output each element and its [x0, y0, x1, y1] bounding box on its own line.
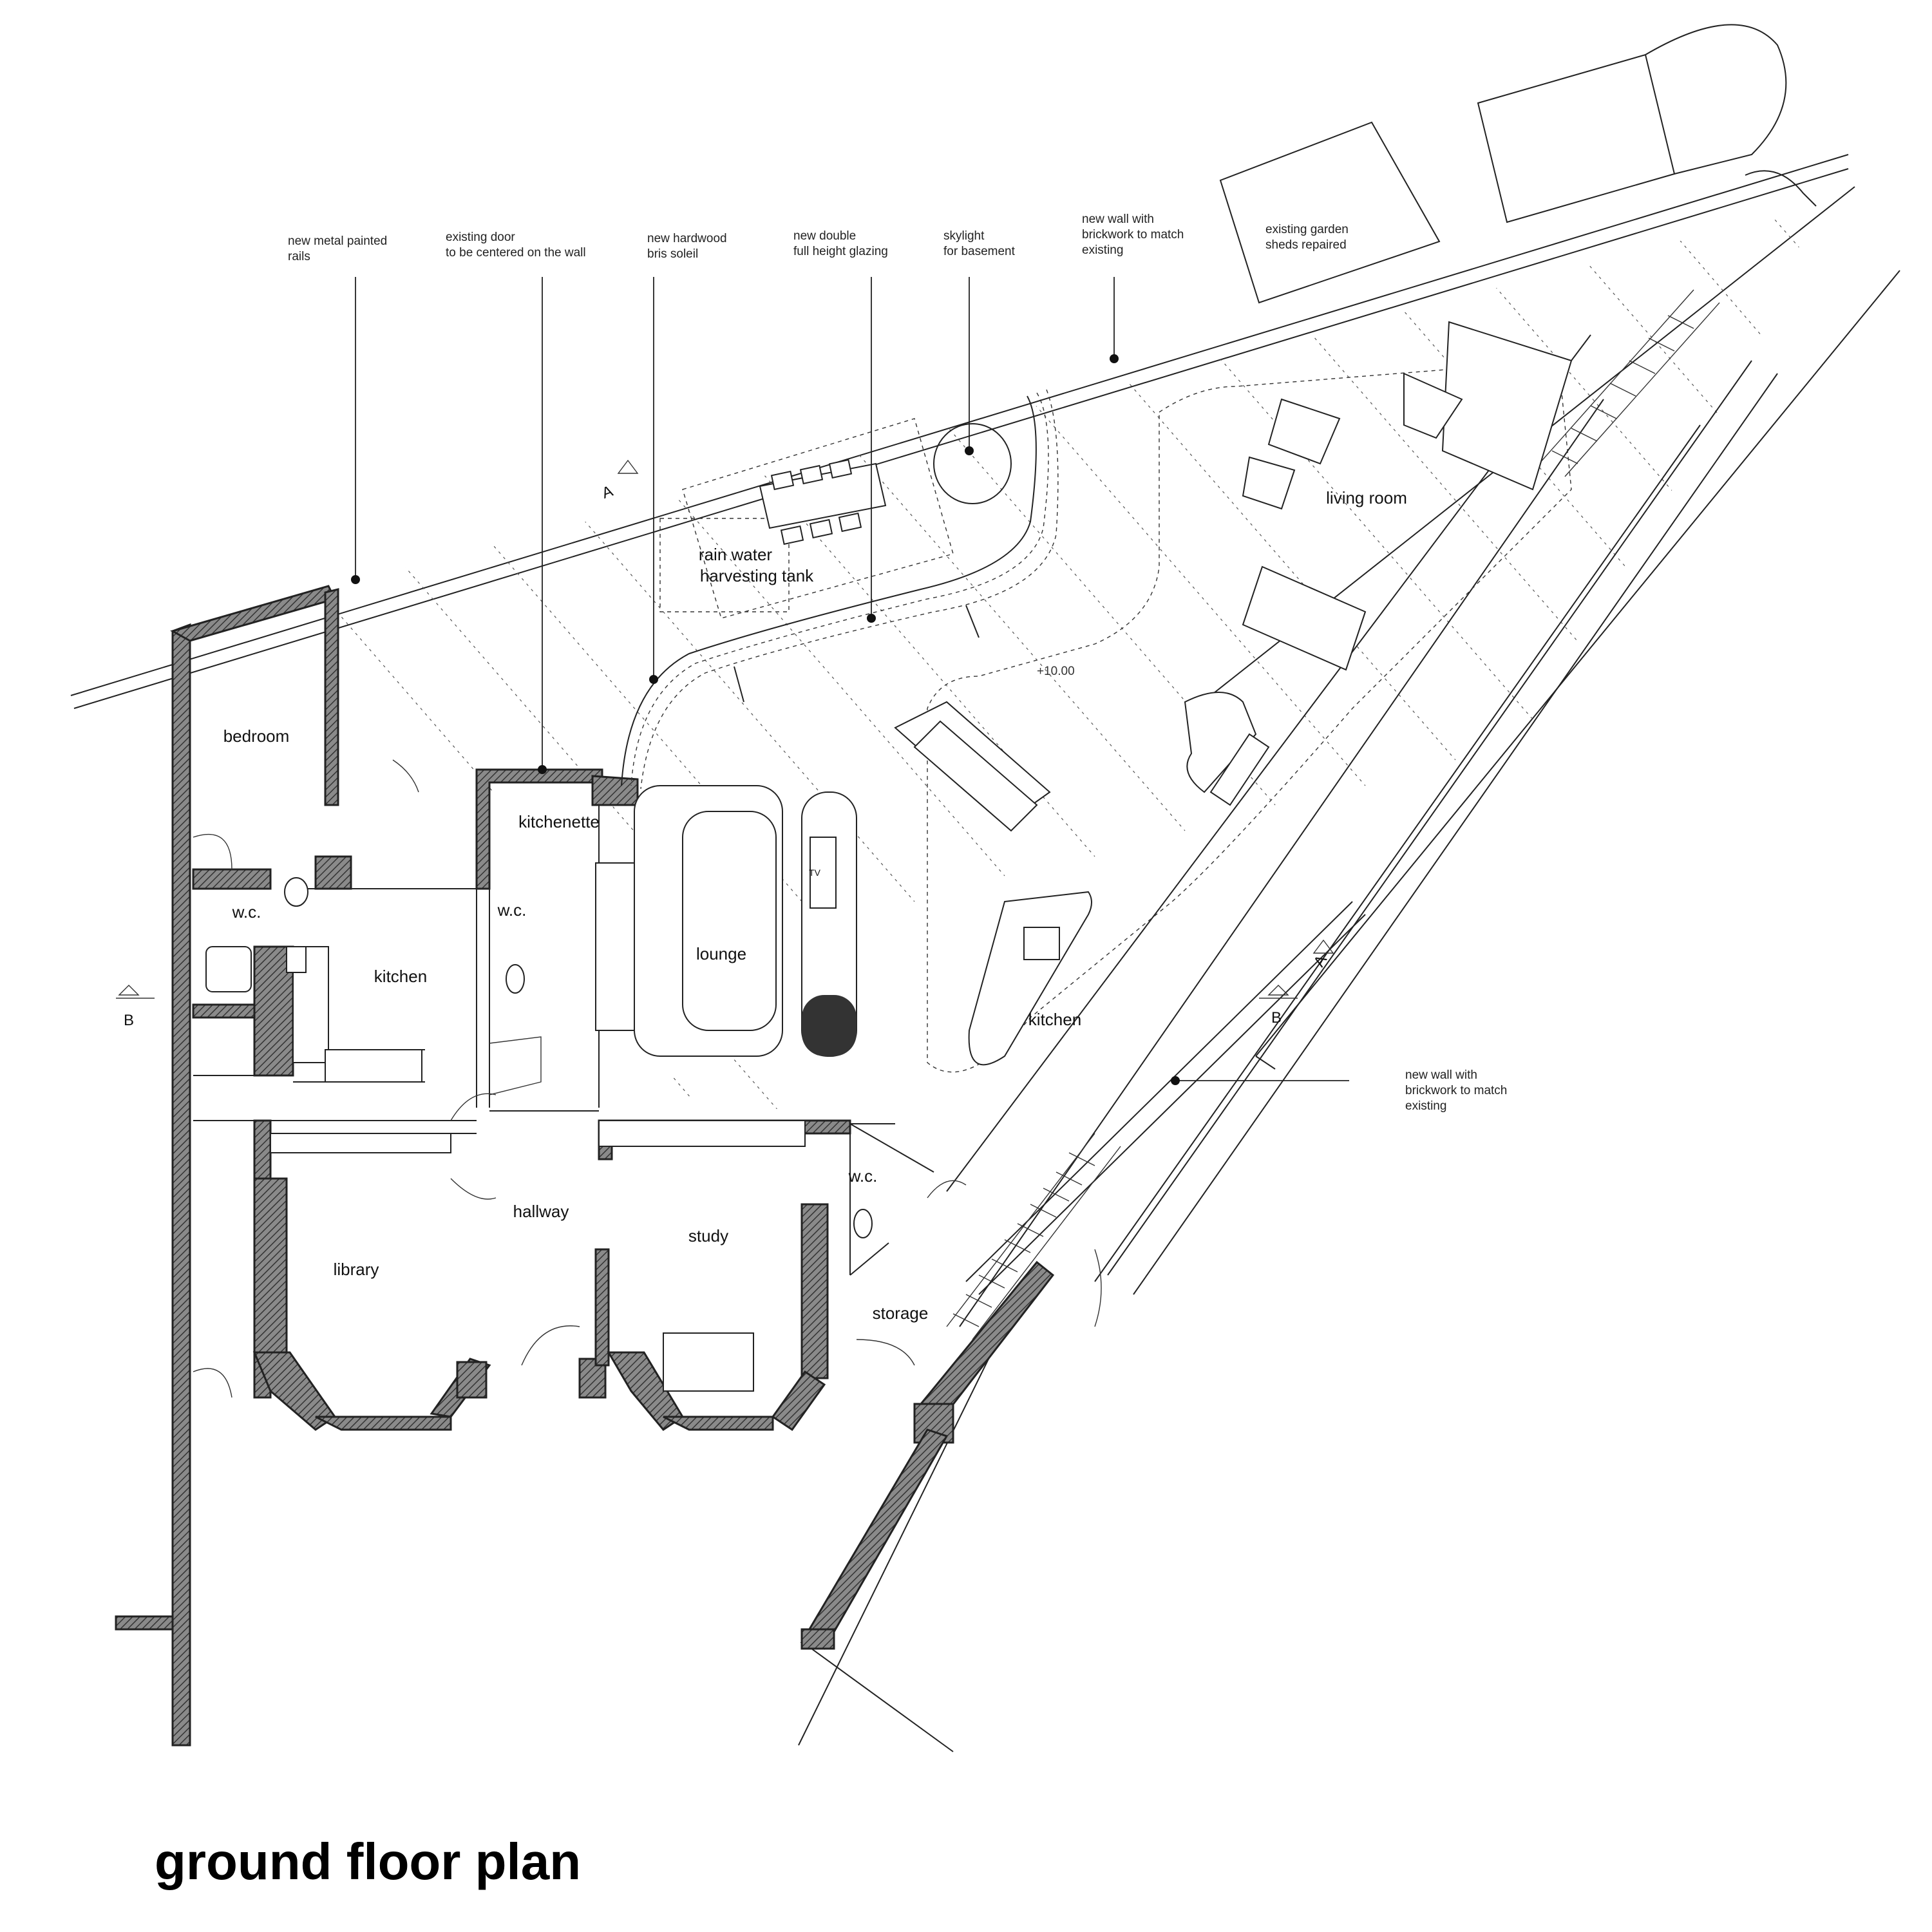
- note-bris-2: bris soleil: [647, 247, 698, 261]
- note-rails-1: new metal painted: [288, 234, 387, 248]
- note-bris-1: new hardwood: [647, 232, 727, 245]
- garden-sheds: [1219, 24, 1817, 304]
- plan-title: ground floor plan: [155, 1833, 581, 1890]
- room-wc-2: w.c.: [497, 900, 527, 920]
- external-stairs: [489, 289, 1720, 1340]
- room-bedroom: bedroom: [223, 726, 290, 746]
- note-sheds-2: sheds repaired: [1265, 238, 1347, 252]
- section-b-left: B: [124, 1012, 134, 1029]
- room-wc-3: w.c.: [848, 1166, 878, 1186]
- rain-tank-label-2: harvesting tank: [700, 566, 814, 585]
- notes: new metal painted rails existing door to…: [288, 213, 1507, 1113]
- garden-paving-texture: [335, 206, 1816, 1179]
- room-library: library: [334, 1260, 379, 1279]
- section-markers: [116, 459, 1334, 999]
- note-door-1: existing door: [446, 231, 515, 244]
- note-skylight-1: skylight: [943, 229, 985, 243]
- note-rails-2: rails: [288, 250, 310, 263]
- note-wall-right-1: new wall with: [1405, 1068, 1477, 1082]
- note-door-2: to be centered on the wall: [446, 246, 586, 260]
- note-wall-top-1: new wall with: [1082, 213, 1154, 226]
- room-labels: bedroom w.c. kitchen kitchenette w.c. lo…: [223, 488, 1407, 1323]
- rain-water-tank: [659, 418, 954, 619]
- room-kitchenette: kitchenette: [518, 812, 600, 831]
- rain-tank-label-1: rain water: [699, 545, 772, 564]
- skylight: [933, 423, 1012, 504]
- note-glazing-2: full height glazing: [793, 245, 888, 258]
- annotation-leaders: [351, 277, 1349, 1085]
- room-lounge: lounge: [696, 944, 746, 963]
- room-wc-1: w.c.: [232, 902, 261, 922]
- note-skylight-2: for basement: [943, 245, 1016, 258]
- room-living-room: living room: [1326, 488, 1407, 507]
- furniture: [193, 321, 1573, 1398]
- note-sheds-1: existing garden: [1265, 223, 1349, 236]
- note-wall-top-2: brickwork to match: [1082, 228, 1184, 242]
- tv-label: TV: [809, 867, 821, 878]
- note-wall-right-2: brickwork to match: [1405, 1084, 1507, 1097]
- room-study: study: [688, 1226, 728, 1245]
- room-kitchen-old: kitchen: [374, 967, 427, 986]
- note-wall-right-3: existing: [1405, 1099, 1446, 1113]
- note-glazing-1: new double: [793, 229, 856, 243]
- note-wall-top-3: existing: [1082, 243, 1123, 257]
- building-walls: [115, 334, 1778, 1747]
- section-b-right: B: [1271, 1009, 1282, 1027]
- room-kitchen-new: kitchen: [1028, 1010, 1081, 1029]
- level-mark: +10.00: [1037, 665, 1075, 678]
- curved-glazing: [621, 360, 1572, 1073]
- room-hallway: hallway: [513, 1202, 569, 1221]
- section-a-top: A: [600, 482, 615, 502]
- section-a-right: A: [1311, 952, 1331, 970]
- room-storage: storage: [873, 1303, 929, 1323]
- site-boundary: [70, 154, 1900, 1752]
